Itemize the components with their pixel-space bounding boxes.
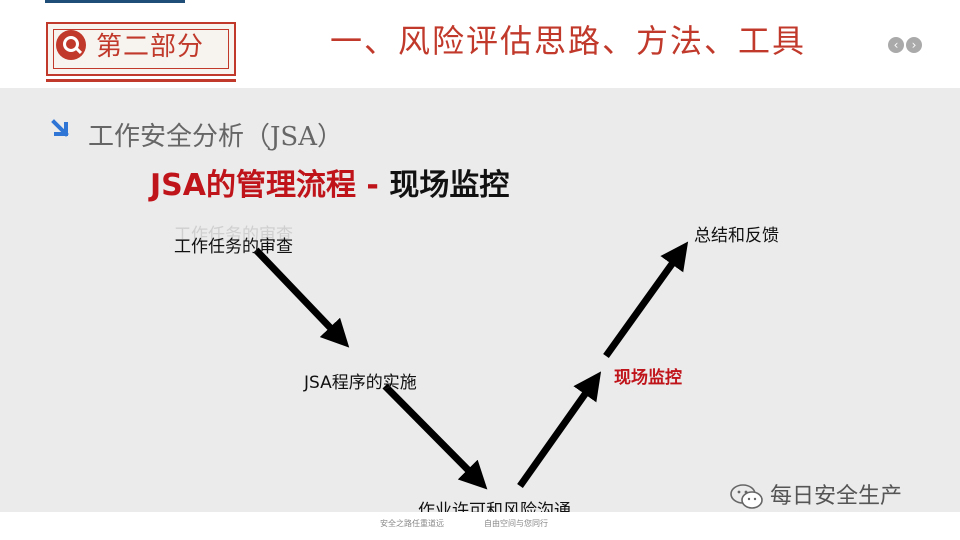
prev-icon[interactable]: ‹ xyxy=(888,37,904,53)
content-area xyxy=(0,88,960,512)
wechat-icon xyxy=(730,484,763,509)
next-icon[interactable]: › xyxy=(906,37,922,53)
main-title: JSA的管理流程 - 现场监控 xyxy=(150,160,509,204)
section-badge-label: 第二部分 xyxy=(96,32,205,62)
flow-arrow-2 xyxy=(382,383,488,490)
search-icon xyxy=(56,30,86,60)
footer-bar xyxy=(0,512,960,540)
arrow-down-right-icon xyxy=(51,119,69,137)
flow-step-implement: JSA程序的实施 xyxy=(304,373,417,393)
watermark: 每日安全生产 xyxy=(730,478,902,511)
section-badge: 第二部分 xyxy=(46,22,236,76)
main-title-red: JSA的管理流程 - xyxy=(150,168,379,203)
footer-right: 自由空间与您同行 xyxy=(484,519,548,528)
flow-step-feedback: 总结和反馈 xyxy=(694,226,779,246)
flow-arrow-4 xyxy=(603,241,689,359)
slide-nav[interactable]: ‹› xyxy=(888,34,924,53)
main-title-dark: 现场监控 xyxy=(378,168,510,203)
subheading: 工作安全分析（JSA） xyxy=(88,122,344,152)
flow-arrow-3 xyxy=(517,371,602,489)
flow-step-review: 工作任务的审查 xyxy=(174,237,293,257)
flow-arrow-1 xyxy=(253,247,350,348)
flow-step-monitor: 现场监控 xyxy=(614,368,682,388)
badge-underline xyxy=(46,79,236,82)
footer-left: 安全之路任重道远 xyxy=(380,519,444,528)
ghost-label: 工作任务的审查 xyxy=(174,225,293,245)
watermark-text: 每日安全生产 xyxy=(770,484,903,509)
top-accent-line xyxy=(45,0,185,3)
badge-inner-frame xyxy=(53,29,229,69)
slide-title: 一、风险评估思路、方法、工具 xyxy=(330,22,807,60)
